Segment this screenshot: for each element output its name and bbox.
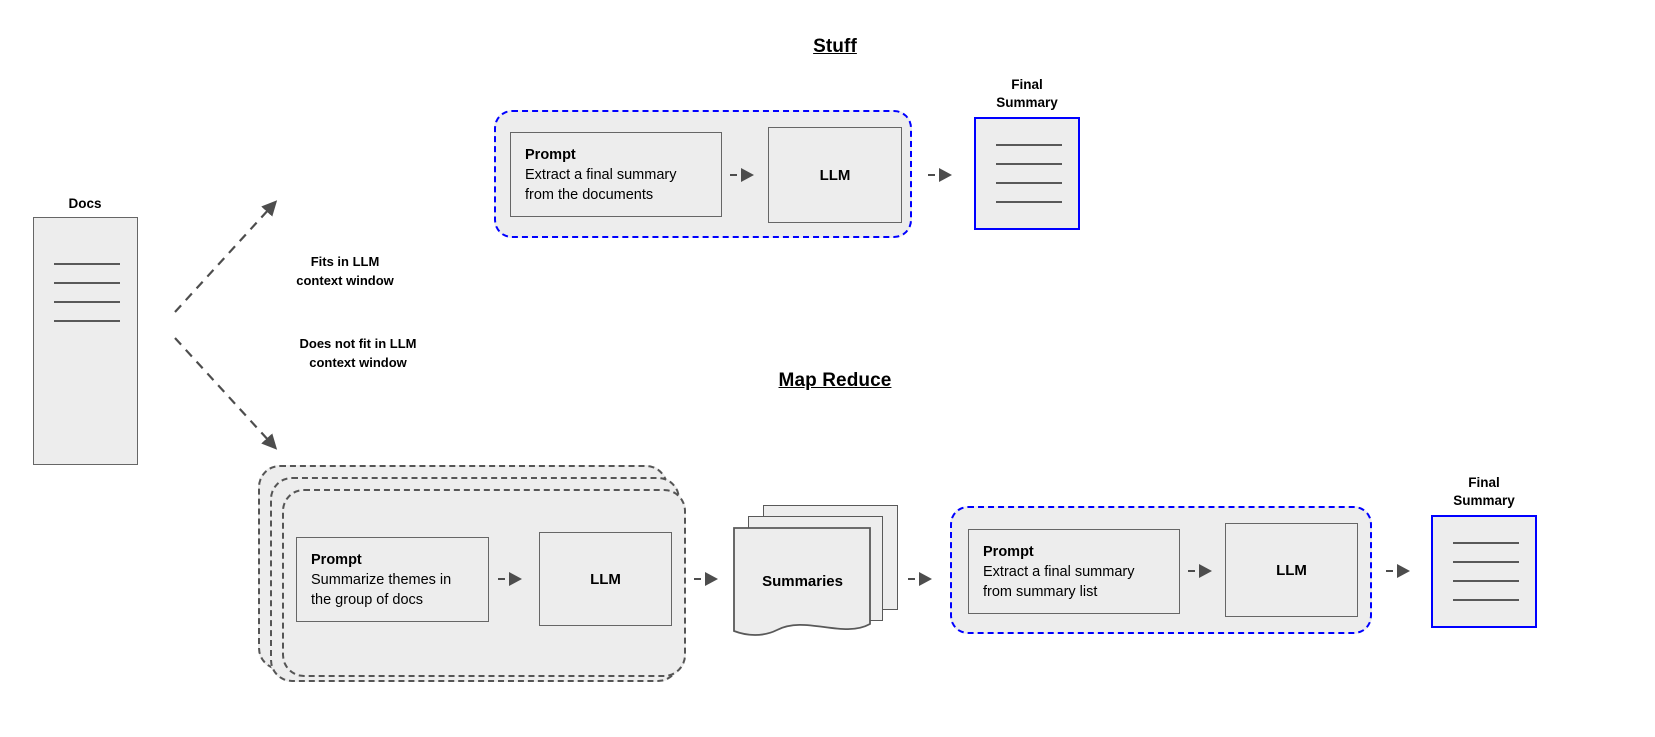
reduce-arrow-to-final-summary	[1386, 564, 1410, 578]
stuff-arrow-prompt-to-llm	[730, 168, 754, 182]
mapreduce-final-summary-caption-line1: Final	[1468, 475, 1500, 490]
summary-text-line	[1453, 599, 1519, 601]
stuff-llm-box: LLM	[768, 127, 902, 223]
summaries-label-wrap: Summaries	[733, 573, 872, 590]
map-arrow-prompt-to-llm	[498, 572, 522, 586]
branch-arrow-up	[174, 200, 278, 313]
reduce-llm-label: LLM	[1276, 561, 1307, 579]
summary-text-line	[1453, 542, 1519, 544]
docs-box	[33, 217, 138, 465]
stuff-final-summary-box	[974, 117, 1080, 230]
docs-text-line	[54, 320, 120, 322]
map-prompt-line1: Summarize themes in	[311, 571, 452, 588]
map-prompt-line2: the group of docs	[311, 591, 424, 608]
reduce-llm-box: LLM	[1225, 523, 1358, 617]
summaries-stack: Summaries	[733, 505, 903, 636]
reduce-prompt-box: Prompt Extract a final summary from summ…	[968, 529, 1180, 614]
branch-label-not-fits: Does not fit in LLM context window	[188, 334, 528, 372]
stuff-final-summary-caption-line1: Final	[1011, 77, 1043, 92]
summary-text-line	[996, 182, 1062, 184]
reduce-prompt-title: Prompt	[983, 543, 1034, 560]
map-prompt-title: Prompt	[311, 551, 362, 568]
map-arrow-summaries-to-reduce	[908, 572, 932, 586]
stuff-prompt-line1: Extract a final summary	[525, 166, 677, 183]
branch-label-fits: Fits in LLM context window	[205, 252, 485, 290]
stuff-prompt-line2: from the documents	[525, 186, 654, 203]
branch-label-not-fits-line2: context window	[309, 355, 407, 370]
stuff-prompt-title: Prompt	[525, 146, 576, 163]
summaries-sheet-front	[733, 527, 871, 636]
mapreduce-final-summary-box	[1431, 515, 1537, 628]
summaries-label: Summaries	[762, 573, 843, 590]
map-arrow-to-summaries	[694, 572, 718, 586]
docs-caption: Docs	[33, 195, 137, 213]
map-prompt-box: Prompt Summarize themes in the group of …	[296, 537, 489, 622]
stuff-arrow-to-final-summary	[928, 168, 952, 182]
reduce-prompt-line2: from summary list	[983, 583, 1098, 600]
summary-text-line	[1453, 580, 1519, 582]
stuff-llm-label: LLM	[819, 166, 851, 184]
branch-arrow-down	[174, 337, 278, 450]
branch-label-fits-line2: context window	[296, 273, 394, 288]
docs-text-line	[54, 263, 120, 265]
stuff-final-summary-caption: Final Summary	[974, 76, 1080, 112]
branch-label-fits-line1: Fits in LLM	[310, 254, 380, 269]
docs-label: Docs	[68, 196, 102, 211]
docs-text-line	[54, 282, 120, 284]
map-reduce-title: Map Reduce	[735, 370, 935, 392]
summary-text-line	[1453, 561, 1519, 563]
docs-text-line	[54, 301, 120, 303]
summary-text-line	[996, 144, 1062, 146]
mapreduce-final-summary-caption: Final Summary	[1431, 474, 1537, 510]
summary-text-line	[996, 201, 1062, 203]
map-reduce-title-text: Map Reduce	[778, 370, 892, 391]
branch-label-not-fits-line1: Does not fit in LLM	[299, 336, 417, 351]
reduce-arrow-prompt-to-llm	[1188, 564, 1212, 578]
stuff-prompt-box: Prompt Extract a final summary from the …	[510, 132, 722, 217]
summary-text-line	[996, 163, 1062, 165]
mapreduce-final-summary-caption-line2: Summary	[1453, 493, 1515, 508]
reduce-prompt-line1: Extract a final summary	[983, 563, 1135, 580]
stuff-final-summary-caption-line2: Summary	[996, 95, 1058, 110]
map-llm-label: LLM	[590, 570, 621, 588]
stuff-title-text: Stuff	[813, 36, 857, 57]
stuff-title: Stuff	[735, 36, 935, 58]
map-llm-box: LLM	[539, 532, 672, 626]
